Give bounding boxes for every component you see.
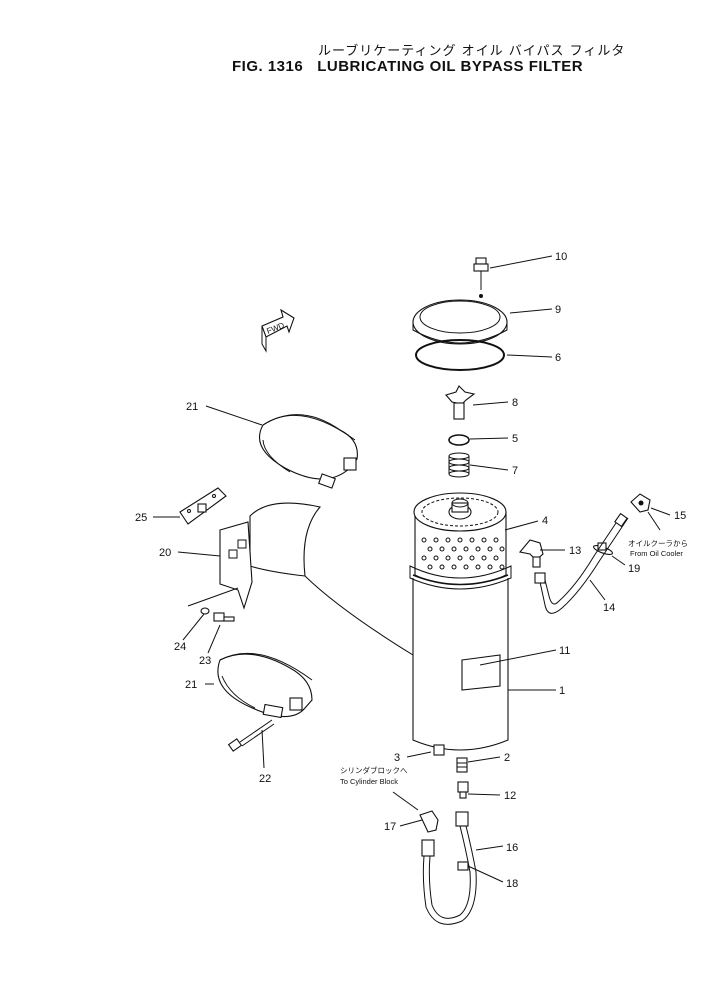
perforation-hole	[421, 555, 427, 561]
part-17-elbow	[419, 810, 439, 833]
part-18-clip	[457, 861, 469, 871]
callout-2: 2	[504, 752, 510, 764]
part-7-spring	[448, 452, 470, 478]
part-20-shield	[219, 502, 322, 610]
perforation-hole	[457, 537, 463, 543]
perforation-hole	[427, 564, 433, 570]
note-to-cylinder-block-jp: シリンダブロックへ	[340, 765, 408, 775]
perforation-hole	[469, 555, 475, 561]
part-5-o-ring	[448, 434, 470, 446]
perforation-hole	[439, 564, 445, 570]
callout-25: 25	[135, 512, 147, 524]
part-15-connector	[630, 493, 651, 513]
perforation-hole	[463, 546, 469, 552]
part-10-plug	[473, 257, 489, 290]
perforation-hole	[487, 564, 493, 570]
perforation-hole	[487, 546, 493, 552]
callout-8: 8	[512, 397, 518, 409]
note-from-oil-cooler-jp: オイルクーラから	[628, 539, 688, 548]
figure-name: LUBRICATING OIL BYPASS FILTER	[317, 58, 584, 75]
callout-19: 19	[628, 563, 640, 575]
part-3-fitting	[433, 744, 445, 756]
figure-number: FIG. 1316	[232, 58, 304, 75]
part-8-wing-bolt	[445, 385, 476, 420]
part-21-upper-band	[258, 414, 358, 489]
callout-15: 15	[674, 510, 686, 522]
callout-21-upper: 21	[186, 401, 198, 413]
callout-7: 7	[512, 465, 518, 477]
perforation-hole	[451, 564, 457, 570]
title-japanese: ルーブリケーティング オイル バイパス フィルタ	[318, 44, 626, 59]
part-16-hose	[421, 811, 477, 925]
callout-18: 18	[506, 878, 518, 890]
part-24-washer	[200, 607, 210, 615]
part-22-bolt	[227, 719, 275, 752]
part-1-filter-case	[409, 565, 512, 751]
part-23-bolt	[213, 612, 235, 622]
perforation-hole	[433, 537, 439, 543]
callout-12: 12	[504, 790, 516, 802]
callout-3: 3	[394, 752, 400, 764]
perforation-hole	[493, 555, 499, 561]
part-25-plate	[179, 487, 227, 525]
perforation-hole	[421, 537, 427, 543]
perforation-hole	[481, 555, 487, 561]
perforation-hole	[445, 555, 451, 561]
perforation-hole	[499, 564, 505, 570]
perforation-hole	[475, 546, 481, 552]
element-perforations	[421, 537, 505, 570]
callout-16: 16	[506, 842, 518, 854]
callout-14: 14	[603, 602, 615, 614]
perforation-hole	[463, 564, 469, 570]
perforation-hole	[493, 537, 499, 543]
part-14-pipe	[534, 512, 629, 614]
note-from-oil-cooler-en: From Oil Cooler	[630, 549, 683, 558]
part-12-fitting	[457, 781, 469, 799]
callout-9: 9	[555, 304, 561, 316]
part-4-filter-element	[413, 492, 507, 588]
callout-23: 23	[199, 655, 211, 667]
callout-21-lower: 21	[185, 679, 197, 691]
leader-lines	[153, 255, 671, 883]
perforation-hole	[439, 546, 445, 552]
perforation-hole	[445, 537, 451, 543]
callout-20: 20	[159, 547, 171, 559]
part-6-o-ring	[415, 339, 505, 371]
part-9-cover	[412, 294, 508, 345]
perforation-hole	[499, 546, 505, 552]
part-11-name-plate	[461, 654, 501, 691]
perforation-hole	[481, 537, 487, 543]
part-2-fitting	[456, 757, 468, 773]
part-21-lower-band	[217, 652, 313, 719]
perforation-hole	[427, 546, 433, 552]
callout-17: 17	[384, 821, 396, 833]
callout-13: 13	[569, 545, 581, 557]
fwd-arrow-icon: FWD	[261, 308, 295, 353]
callout-5: 5	[512, 433, 518, 445]
callout-labels: 10 9 6 8 5 7 4 13 15 19 14 11 1 2 3 12 1…	[135, 251, 686, 890]
callout-11: 11	[559, 645, 570, 657]
figure-title: FIG. 1316 LUBRICATING OIL BYPASS FILTER	[232, 58, 583, 75]
callout-1: 1	[559, 685, 565, 697]
perforation-hole	[469, 537, 475, 543]
callout-6: 6	[555, 352, 561, 364]
callout-24: 24	[174, 641, 186, 653]
perforation-hole	[433, 555, 439, 561]
perforation-hole	[457, 555, 463, 561]
callout-10: 10	[555, 251, 567, 263]
callout-22: 22	[259, 773, 271, 785]
perforation-hole	[451, 546, 457, 552]
callout-4: 4	[542, 515, 548, 527]
note-to-cylinder-block-en: To Cylinder Block	[340, 777, 398, 786]
perforation-hole	[475, 564, 481, 570]
part-13-elbow	[518, 539, 544, 568]
part-19-fitting	[592, 542, 614, 555]
